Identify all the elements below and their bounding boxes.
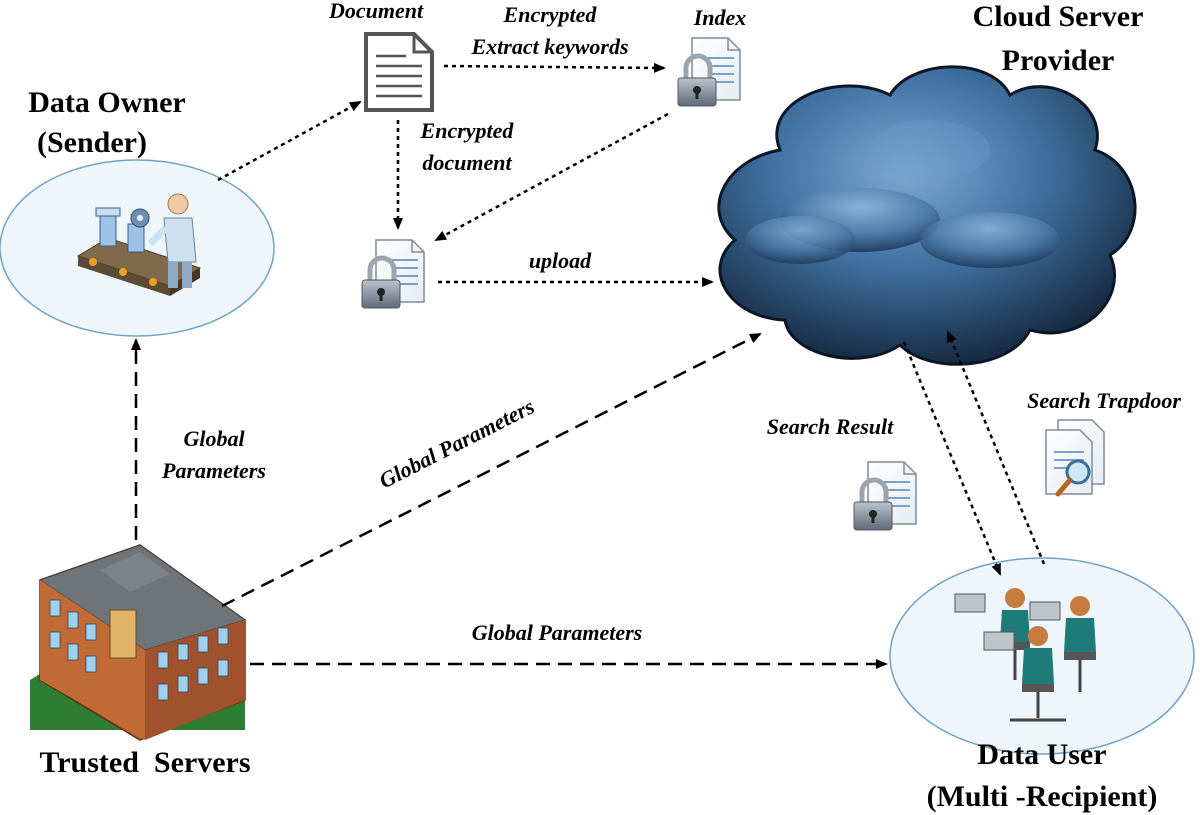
servers-to-cloud-arrow	[221, 332, 762, 608]
encrypted-document-line2: document	[422, 150, 512, 175]
data-owner-subtitle: (Sender)	[37, 126, 147, 159]
building-icon	[30, 544, 247, 741]
trusted-servers-title: Trusted Servers	[39, 746, 250, 779]
encrypted-document-line1: Encrypted	[420, 118, 515, 143]
global-parameters-owner-line1: Global	[183, 426, 245, 451]
cloud-subtitle: Provider	[1002, 44, 1115, 77]
search-trapdoor-arrow	[946, 330, 1046, 565]
data-user-subtitle: (Multi -Recipient)	[927, 780, 1158, 813]
conveyor-worker-icon	[76, 193, 202, 296]
index-label: Index	[693, 5, 747, 30]
document-to-index-arrow	[443, 62, 666, 73]
extract-keywords-line2: Extract keywords	[470, 34, 628, 59]
data-owner-title: Data Owner	[28, 86, 185, 119]
document-label: Document	[328, 0, 424, 23]
search-trapdoor-label: Search Trapdoor	[1027, 388, 1181, 413]
global-parameters-cloud-label: Global Parameters	[375, 393, 538, 493]
global-parameters-owner-line2: Parameters	[161, 458, 266, 483]
users-at-desks-icon	[954, 588, 1096, 722]
data-user-title: Data User	[977, 738, 1106, 771]
owner-to-document-arrow	[217, 100, 362, 182]
extract-keywords-line1: Encrypted	[503, 2, 598, 27]
upload-label: upload	[529, 248, 592, 273]
search-result-label: Search Result	[767, 414, 894, 439]
search-result-locked-document-icon	[854, 462, 916, 530]
index-locked-document-icon	[678, 38, 740, 106]
encrypted-locked-document-icon	[362, 240, 424, 308]
search-document-icon	[1045, 419, 1105, 497]
document-icon	[364, 32, 434, 112]
global-parameters-user-label: Global Parameters	[472, 620, 643, 645]
search-result-arrow	[902, 341, 1002, 576]
cloud-title: Cloud Server	[973, 0, 1144, 33]
cloud-icon	[717, 65, 1137, 366]
